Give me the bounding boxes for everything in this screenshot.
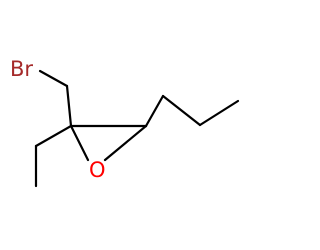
- bond-c3-o-ring: [103, 124, 148, 162]
- molecule-structure: Br O: [10, 57, 240, 188]
- bond-c2-ethyl-ch2: [34, 124, 73, 148]
- bond-ch2-c2: [65, 84, 73, 128]
- bond-c2-o-ring: [69, 124, 90, 162]
- atom-label-bromine: Br: [10, 57, 33, 81]
- bond-br-ch2: [38, 69, 69, 88]
- atom-label-oxygen: O: [89, 158, 106, 182]
- bond-c3-propyl-c1: [144, 94, 165, 128]
- bond-propyl-c1-c2: [161, 94, 202, 127]
- bond-propyl-c2-c3: [198, 99, 240, 127]
